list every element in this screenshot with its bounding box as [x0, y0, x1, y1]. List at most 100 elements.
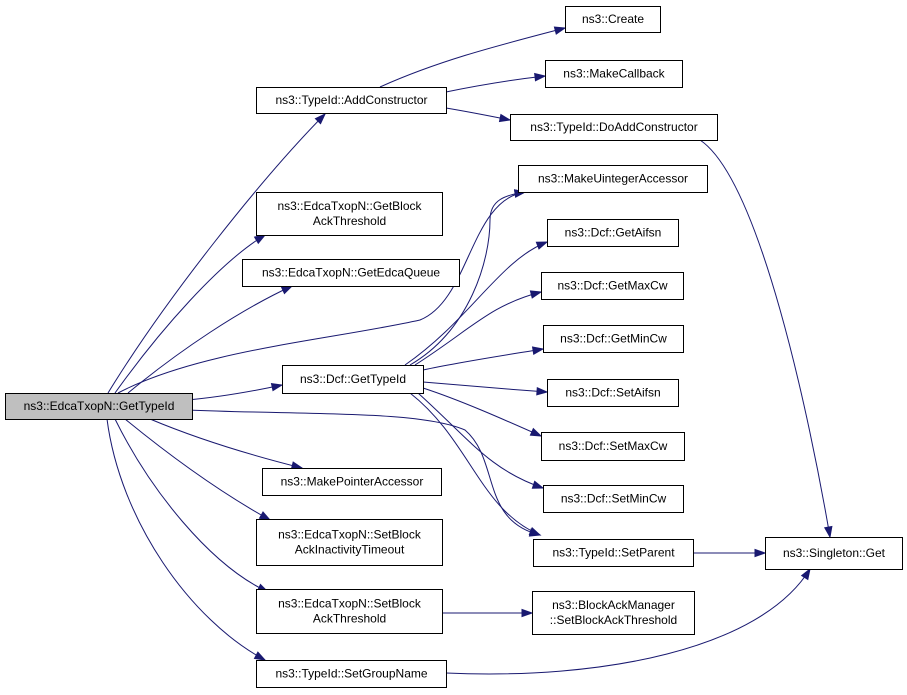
node-make-pointer-accessor[interactable]: ns3::MakePointerAccessor	[262, 468, 442, 496]
edge-line	[422, 381, 548, 393]
node-label: ns3::TypeId::SetGroupName	[275, 667, 427, 681]
node-label: ns3::Create	[582, 12, 644, 26]
arrowhead-icon	[534, 72, 547, 82]
node-do-add-constructor[interactable]: ns3::TypeId::DoAddConstructor	[510, 114, 718, 141]
node-label: ns3::EdcaTxopN::GetEdcaQueue	[262, 266, 440, 280]
node-dcf-set-min-cw[interactable]: ns3::Dcf::SetMinCw	[543, 485, 684, 513]
node-label: AckThreshold	[313, 612, 386, 626]
edge-line	[417, 392, 544, 489]
edge-line	[117, 191, 526, 394]
node-label: ns3::TypeId::SetParent	[552, 546, 675, 560]
edge-add-constructor-to-create	[379, 26, 567, 88]
node-label: ns3::MakeCallback	[563, 67, 665, 81]
edge-line	[379, 27, 566, 88]
node-add-constructor[interactable]: ns3::TypeId::AddConstructor	[256, 87, 447, 114]
node-label: ns3::Dcf::SetMaxCw	[559, 439, 668, 453]
edge-dcf-get-type-id-to-dcf-set-max-cw	[422, 387, 543, 437]
node-label: ns3::BlockAckManager	[552, 598, 675, 612]
call-nodes: ns3::EdcaTxopN::GetTypeId ns3::TypeId::Ad…	[5, 6, 903, 688]
edge-root-to-set-group-name	[106, 418, 267, 661]
node-box	[543, 485, 684, 513]
node-label: ns3::EdcaTxopN::SetBlock	[278, 597, 422, 611]
node-box	[256, 660, 447, 688]
node-root[interactable]: ns3::EdcaTxopN::GetTypeId	[5, 393, 193, 420]
node-dcf-set-max-cw[interactable]: ns3::Dcf::SetMaxCw	[541, 432, 685, 461]
edge-line	[445, 568, 811, 675]
node-set-block-ack-inactivity-timeout[interactable]: ns3::EdcaTxopN::SetBlockAckInactivityTim…	[256, 519, 443, 566]
node-label: ns3::Dcf::GetAifsn	[565, 226, 662, 240]
node-box	[545, 60, 683, 88]
node-dcf-get-type-id[interactable]: ns3::Dcf::GetTypeId	[282, 365, 424, 394]
node-singleton-get[interactable]: ns3::Singleton::Get	[765, 537, 903, 570]
edge-dcf-get-type-id-to-set-parent	[409, 392, 542, 536]
node-label: ns3::Dcf::GetMinCw	[560, 332, 667, 346]
node-box	[541, 272, 684, 300]
node-label: ns3::Dcf::SetAifsn	[565, 386, 660, 400]
edge-line	[409, 191, 526, 366]
edge-add-constructor-to-make-callback	[445, 72, 547, 93]
node-box	[256, 519, 443, 566]
edge-set-group-name-to-singleton-get	[445, 567, 811, 675]
edge-root-to-get-edca-queue	[127, 285, 294, 394]
node-label: ::SetBlockAckThreshold	[550, 613, 677, 627]
edge-line	[186, 384, 283, 401]
node-make-uinteger-accessor[interactable]: ns3::MakeUintegerAccessor	[518, 165, 708, 193]
arrowhead-icon	[823, 525, 833, 539]
node-dcf-get-max-cw[interactable]: ns3::Dcf::GetMaxCw	[541, 272, 684, 300]
edge-line	[114, 234, 266, 394]
node-block-ack-manager-set-threshold[interactable]: ns3::BlockAckManager::SetBlockAckThresho…	[532, 591, 695, 635]
edge-line	[106, 418, 266, 661]
edge-line	[124, 418, 271, 521]
node-label: ns3::EdcaTxopN::GetBlock	[277, 199, 422, 213]
edge-dcf-get-type-id-to-dcf-get-min-cw	[422, 346, 545, 371]
arrowhead-icon	[553, 26, 567, 35]
node-label: AckInactivityTimeout	[295, 543, 405, 557]
edge-root-to-set-block-ack-inactivity-timeout	[124, 418, 272, 521]
edge-line	[107, 113, 326, 394]
node-set-group-name[interactable]: ns3::TypeId::SetGroupName	[256, 660, 447, 688]
node-box	[256, 589, 443, 634]
node-box	[282, 365, 424, 394]
edge-line	[422, 348, 544, 371]
node-get-edca-queue[interactable]: ns3::EdcaTxopN::GetEdcaQueue	[242, 259, 460, 287]
arrowhead-icon	[531, 480, 545, 489]
edge-line	[699, 139, 831, 538]
node-box	[765, 537, 903, 570]
node-set-block-ack-threshold[interactable]: ns3::EdcaTxopN::SetBlockAckThreshold	[256, 589, 443, 634]
node-dcf-get-aifsn[interactable]: ns3::Dcf::GetAifsn	[547, 219, 679, 247]
node-box	[242, 259, 460, 287]
node-set-parent[interactable]: ns3::TypeId::SetParent	[533, 539, 694, 567]
arrowhead-icon	[529, 427, 543, 437]
node-dcf-get-min-cw[interactable]: ns3::Dcf::GetMinCw	[543, 325, 684, 353]
node-label: ns3::Singleton::Get	[783, 546, 886, 560]
arrowhead-icon	[253, 234, 267, 245]
arrowhead-icon	[800, 567, 811, 581]
node-box	[565, 6, 661, 33]
node-create[interactable]: ns3::Create	[565, 6, 661, 33]
edge-dcf-get-type-id-to-dcf-get-max-cw	[414, 290, 543, 366]
node-box	[543, 325, 684, 353]
arrowhead-icon	[314, 112, 327, 125]
node-box	[256, 87, 447, 114]
arrowhead-icon	[270, 382, 284, 392]
arrowhead-icon	[536, 386, 549, 396]
node-dcf-set-aifsn[interactable]: ns3::Dcf::SetAifsn	[547, 379, 679, 407]
node-label: ns3::Dcf::GetTypeId	[300, 372, 406, 386]
edge-do-add-constructor-to-singleton-get	[699, 139, 833, 539]
arrowhead-icon	[521, 608, 534, 618]
node-label: ns3::MakePointerAccessor	[281, 475, 424, 489]
node-label: ns3::EdcaTxopN::SetBlock	[278, 528, 422, 542]
node-box	[541, 432, 685, 461]
arrowhead-icon	[498, 113, 512, 123]
node-box	[533, 539, 694, 567]
edge-line	[445, 75, 546, 93]
node-label: ns3::Dcf::SetMinCw	[561, 492, 667, 506]
node-label: ns3::Dcf::GetMaxCw	[557, 279, 667, 293]
edge-dcf-get-type-id-to-dcf-get-aifsn	[404, 241, 549, 366]
edge-root-to-dcf-get-type-id	[186, 382, 284, 401]
node-make-callback[interactable]: ns3::MakeCallback	[545, 60, 683, 88]
node-box	[5, 393, 193, 420]
node-label: ns3::MakeUintegerAccessor	[538, 172, 688, 186]
